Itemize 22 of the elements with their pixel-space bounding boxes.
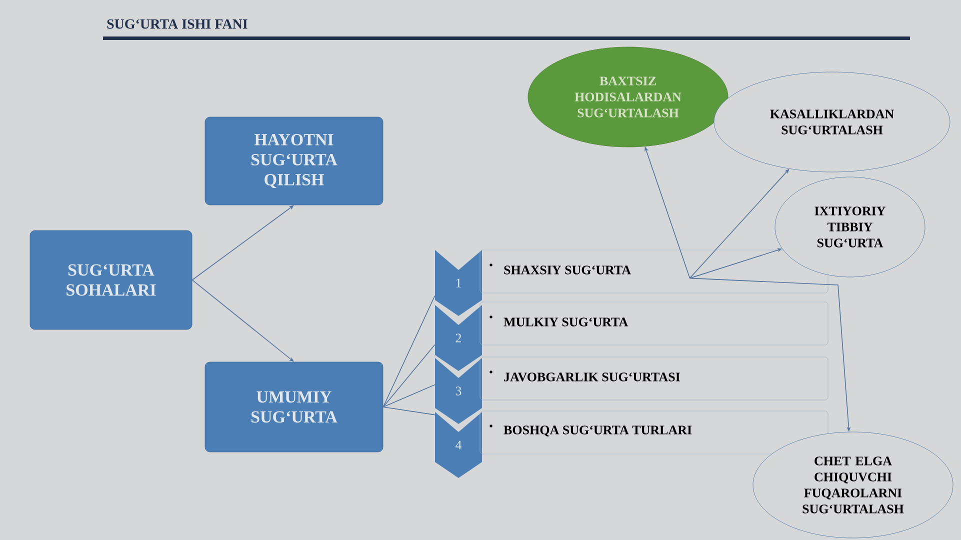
ellipse-node: IXTIYORIY TIBBIY SUG‘URTA bbox=[774, 176, 926, 278]
node-label: 2 bbox=[456, 334, 462, 342]
process-box: HAYOTNI SUG‘URTA QILISH bbox=[204, 116, 384, 206]
list-row: JAVOBGARLIK SUG‘URTASI bbox=[480, 356, 828, 400]
list-row: BOSHQA SUG‘URTA TURLARI bbox=[480, 410, 828, 454]
ellipse-node: KASALLIKLARDAN SUG‘URTALASH bbox=[714, 72, 950, 172]
title: SUG‘URTA ISHI FANI bbox=[107, 19, 248, 29]
chevron-step: 2 bbox=[435, 305, 482, 371]
node-label: 3 bbox=[456, 386, 462, 396]
process-box: UMUMIY SUG‘URTA bbox=[204, 362, 384, 452]
chevron-step: 4 bbox=[435, 412, 482, 478]
ellipse-node: CHET ELGA CHIQUVCHI FUQAROLARNI SUG‘URTALASH bbox=[752, 432, 954, 538]
node-label: 4 bbox=[456, 440, 462, 450]
list-row: SHAXSIY SUG‘URTA bbox=[480, 250, 828, 294]
chevron-step: 1 bbox=[435, 250, 482, 316]
list-row: MULKIY SUG‘URTA bbox=[480, 302, 828, 346]
process-box: SUG‘URTA SOHALARI bbox=[30, 230, 192, 330]
ellipse-node: BAXTSIZ HODISALARDAN SUG‘URTALASH bbox=[528, 46, 728, 148]
arrow bbox=[192, 280, 294, 362]
arrow bbox=[192, 205, 294, 280]
chevron-step: 3 bbox=[435, 358, 482, 424]
node-label: CHET ELGA CHIQUVCHI FUQAROLARNI SUG‘URTALASH bbox=[802, 456, 904, 514]
